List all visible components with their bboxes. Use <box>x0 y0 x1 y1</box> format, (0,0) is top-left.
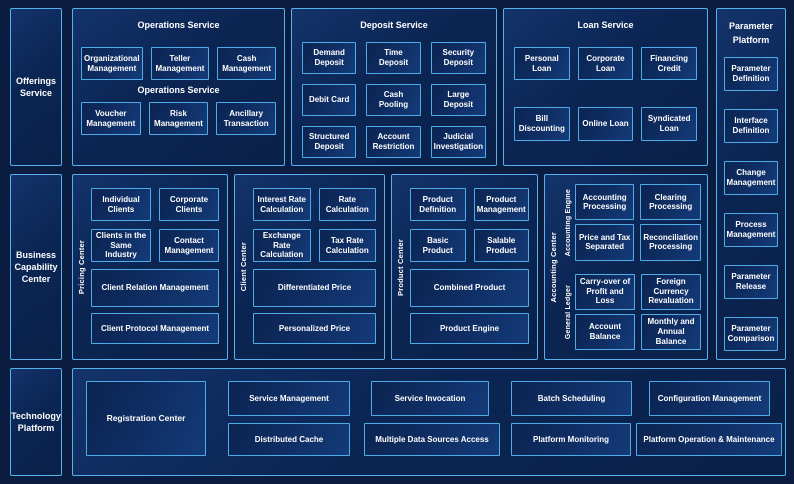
box-carry-over-profit-loss: Carry-over of Profit and Loss <box>575 273 635 310</box>
box-personal-loan: Personal Loan <box>514 47 570 80</box>
panel-product-center: Product Center Product Definition Produc… <box>391 174 538 360</box>
box-registration-center: Registration Center <box>86 381 206 456</box>
box-product-management: Product Management <box>473 188 529 221</box>
box-multiple-data-sources-access: Multiple Data Sources Access <box>364 423 500 456</box>
box-security-deposit: Security Deposit <box>430 42 486 74</box>
rail-business-capability-center: Business Capability Center <box>10 174 62 360</box>
box-interest-rate-calculation: Interest Rate Calculation <box>253 188 311 221</box>
box-exchange-rate-calculation: Exchange Rate Calculation <box>253 229 311 262</box>
box-syndicated-loan: Syndicated Loan <box>641 107 697 141</box>
client-center-label: Client Center <box>238 242 248 292</box>
box-configuration-management: Configuration Management <box>649 381 770 416</box>
panel-operations-service: Operations Service Organizational Manage… <box>72 8 285 166</box>
box-parameter-release: Parameter Release <box>724 264 778 299</box>
product-center-label: Product Center <box>395 238 405 296</box>
box-demand-deposit: Demand Deposit <box>302 42 357 74</box>
rail-offerings-service: Offerings Service <box>10 8 62 166</box>
box-interface-definition: Interface Definition <box>724 108 778 143</box>
box-clearing-processing: Clearing Processing <box>640 184 701 221</box>
box-process-management: Process Management <box>724 212 778 247</box>
pricing-center-label: Pricing Center <box>76 239 86 295</box>
box-corporate-clients: Corporate Clients <box>159 188 219 221</box>
box-risk-management: Risk Management <box>148 102 209 135</box>
box-voucher-management: Voucher Management <box>81 102 141 135</box>
box-tax-rate-calculation: Tax Rate Calculation <box>318 229 376 262</box>
box-ancillary-transaction: Ancillary Transaction <box>216 102 276 135</box>
box-debit-card: Debit Card <box>302 84 357 116</box>
box-cash-management: Cash Management <box>217 47 276 80</box>
panel-pricing-center: Pricing Center Individual Clients Corpor… <box>72 174 228 360</box>
box-platform-operation-maintenance: Platform Operation & Maintenance <box>636 423 782 456</box>
box-cash-pooling: Cash Pooling <box>366 84 421 116</box>
box-structured-deposit: Structured Deposit <box>302 126 357 158</box>
box-large-deposit: Large Deposit <box>430 84 486 116</box>
box-accounting-processing: Accounting Processing <box>575 184 635 221</box>
box-personalized-price: Personalized Price <box>253 313 376 344</box>
panel-client-center: Client Center Interest Rate Calculation … <box>234 174 385 360</box>
panel-deposit-service: Deposit Service Demand Deposit Time Depo… <box>291 8 497 166</box>
accounting-center-label: Accounting Center <box>548 231 558 303</box>
box-financing-credit: Financing Credit <box>641 47 697 80</box>
box-combined-product: Combined Product <box>410 269 529 307</box>
box-time-deposit: Time Deposit <box>366 42 421 74</box>
box-individual-clients: Individual Clients <box>91 188 151 221</box>
loan-service-title: Loan Service <box>577 20 634 30</box>
box-contact-management: Contact Management <box>159 229 219 262</box>
box-basic-product: Basic Product <box>410 229 466 262</box>
box-client-protocol-management: Client Protocol Management <box>91 313 219 344</box>
panel-technology-platform: Registration Center Service Management D… <box>72 368 786 476</box>
parameter-platform-title: Parameter Platform <box>728 21 774 46</box>
box-reconciliation-processing: Reconciliation Processing <box>640 224 701 261</box>
box-rate-calculation: Rate Calculation <box>318 188 376 221</box>
panel-accounting-center: Accounting Center Accounting Engine Acco… <box>544 174 708 360</box>
box-parameter-comparison: Parameter Comparison <box>724 316 778 351</box>
box-batch-scheduling: Batch Scheduling <box>511 381 632 416</box>
box-monthly-annual-balance: Monthly and Annual Balance <box>641 313 701 350</box>
box-foreign-currency-revaluation: Foreign Currency Revaluation <box>641 273 701 310</box>
box-distributed-cache: Distributed Cache <box>228 423 350 456</box>
general-ledger-label: General Ledger <box>564 284 572 339</box>
box-parameter-definition: Parameter Definition <box>724 56 778 91</box>
deposit-service-title: Deposit Service <box>360 20 428 30</box>
rail-technology-platform: Technology Platform <box>10 368 62 476</box>
operations-service-subtitle: Operations Service <box>137 85 220 95</box>
box-clients-same-industry: Clients in the Same Industry <box>91 229 151 262</box>
operations-service-title: Operations Service <box>137 20 220 30</box>
box-bill-discounting: Bill Discounting <box>514 107 570 141</box>
box-corporate-loan: Corporate Loan <box>577 47 634 80</box>
box-client-relation-management: Client Relation Management <box>91 269 219 307</box>
box-teller-management: Teller Management <box>150 47 210 80</box>
box-organizational-management: Organizational Management <box>81 47 143 80</box>
box-service-invocation: Service Invocation <box>371 381 489 416</box>
box-service-management: Service Management <box>228 381 350 416</box>
box-salable-product: Salable Product <box>473 229 529 262</box>
box-differentiated-price: Differentiated Price <box>253 269 376 307</box>
panel-loan-service: Loan Service Personal Loan Corporate Loa… <box>503 8 708 166</box>
panel-parameter-platform: Parameter Platform Parameter Definition … <box>716 8 786 360</box>
box-platform-monitoring: Platform Monitoring <box>511 423 631 456</box>
box-product-definition: Product Definition <box>410 188 466 221</box>
box-product-engine: Product Engine <box>410 313 529 344</box>
box-online-loan: Online Loan <box>577 107 634 141</box>
box-price-tax-separated: Price and Tax Separated <box>575 224 635 261</box>
box-judicial-investigation: Judicial Investigation <box>430 126 486 158</box>
accounting-engine-label: Accounting Engine <box>564 188 572 256</box>
box-change-management: Change Management <box>724 160 778 195</box>
box-account-restriction: Account Restriction <box>366 126 421 158</box>
box-account-balance: Account Balance <box>575 313 635 350</box>
